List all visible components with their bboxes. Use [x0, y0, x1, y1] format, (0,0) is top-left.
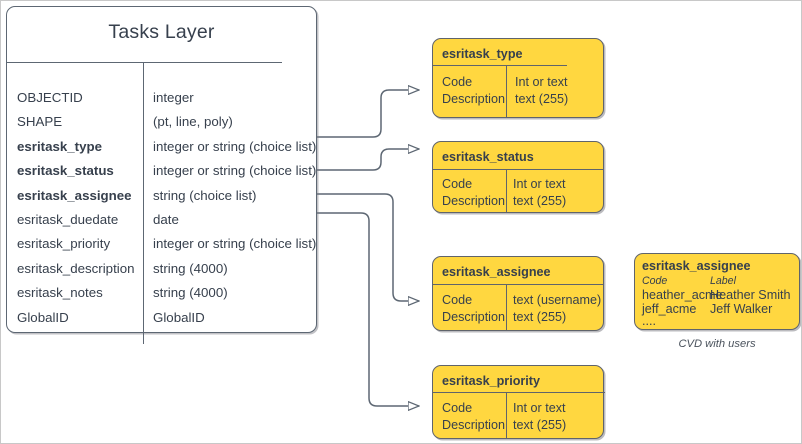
- domain-left-line: Description: [442, 418, 505, 432]
- field-type: string (choice list): [153, 187, 257, 203]
- entity-header-divider: [7, 62, 282, 63]
- table-row[interactable]: OBJECTID integer: [7, 86, 316, 110]
- tasks-layer-entity[interactable]: Tasks Layer OBJECTID integer SHAPE (pt, …: [6, 6, 317, 344]
- entity-field-rows: OBJECTID integer SHAPE (pt, line, poly) …: [7, 86, 316, 330]
- domain-left-line: Code: [442, 177, 473, 191]
- domain-box-esritask-assignee[interactable]: esritask_assignee Code Description text …: [432, 256, 604, 331]
- domain-right-column: Int or text text (255): [513, 176, 566, 210]
- cvd-row-code: heather_acme: [642, 288, 723, 302]
- connector-type: [317, 90, 419, 138]
- domain-header-divider: [433, 169, 603, 170]
- field-name: OBJECTID: [17, 90, 83, 105]
- field-type: integer: [153, 90, 194, 105]
- field-name: esritask_description: [17, 260, 135, 276]
- domain-right-column: text (username) text (255): [513, 292, 601, 326]
- domain-title: esritask_priority: [442, 374, 541, 388]
- domain-column-divider: [506, 169, 507, 212]
- domain-title: esritask_type: [442, 47, 523, 61]
- domain-right-line: text (username): [513, 293, 602, 307]
- table-row[interactable]: esritask_priority integer or string (cho…: [7, 232, 316, 256]
- domain-column-divider: [506, 284, 507, 330]
- field-type: string (4000): [153, 285, 228, 301]
- domain-right-line: text (255): [513, 418, 567, 432]
- cvd-row-label: Jeff Walker: [710, 302, 773, 316]
- domain-box-esritask-priority[interactable]: esritask_priority Code Description Int o…: [432, 365, 605, 439]
- entity-title: Tasks Layer: [108, 21, 215, 43]
- table-row[interactable]: esritask_assignee string (choice list): [7, 184, 316, 208]
- domain-left-line: Code: [442, 293, 473, 307]
- table-row[interactable]: esritask_duedate date: [7, 208, 316, 232]
- domain-column-divider: [506, 65, 507, 117]
- field-type: integer or string (choice list): [153, 236, 317, 252]
- table-row[interactable]: esritask_type integer or string (choice …: [7, 135, 316, 159]
- field-name: esritask_priority: [17, 236, 111, 252]
- domain-right-line: Int or text: [515, 75, 568, 89]
- domain-left-line: Description: [442, 194, 505, 208]
- field-type: date: [153, 211, 179, 227]
- domain-right-line: text (255): [513, 310, 567, 324]
- field-name: esritask_duedate: [17, 211, 119, 227]
- domain-right-column: Int or text text (255): [513, 400, 566, 434]
- table-row[interactable]: GlobalID GlobalID: [7, 306, 316, 330]
- domain-header-divider: [433, 284, 603, 285]
- domain-title: esritask_status: [442, 150, 534, 164]
- field-name: esritask_assignee: [17, 187, 132, 203]
- domain-left-line: Code: [442, 75, 473, 89]
- field-name: SHAPE: [17, 114, 63, 130]
- table-row[interactable]: esritask_status integer or string (choic…: [7, 159, 316, 183]
- domain-left-column: Code Description: [442, 292, 505, 326]
- domain-right-line: Int or text: [513, 401, 566, 415]
- connector-assignee: [317, 193, 419, 301]
- field-type: integer or string (choice list): [153, 138, 317, 154]
- table-row[interactable]: esritask_description string (4000): [7, 257, 316, 281]
- field-type: string (4000): [153, 260, 228, 276]
- domain-header-divider: [433, 65, 567, 66]
- cvd-title: esritask_assignee: [642, 259, 751, 273]
- entity-column-divider: [143, 62, 144, 344]
- cvd-ellipsis: ....: [642, 314, 656, 328]
- domain-column-divider: [506, 392, 507, 438]
- cvd-caption: CVD with users: [678, 338, 756, 350]
- table-row[interactable]: SHAPE (pt, line, poly): [7, 110, 316, 134]
- domain-right-column: Int or text text (255): [515, 74, 568, 108]
- domain-header-divider: [433, 392, 605, 393]
- table-row[interactable]: esritask_notes string (4000): [7, 281, 316, 305]
- cvd-row-code: jeff_acme: [642, 302, 697, 316]
- field-name: esritask_type: [17, 138, 103, 154]
- cvd-header-label: Label: [710, 275, 736, 287]
- cvd-row-label: Heather Smith: [710, 288, 791, 302]
- domain-right-line: text (255): [515, 92, 569, 106]
- connector-status: [317, 149, 419, 171]
- connector-priority: [317, 212, 419, 406]
- domain-right-line: Int or text: [513, 177, 566, 191]
- field-name: esritask_status: [17, 163, 114, 179]
- field-type: GlobalID: [153, 309, 205, 325]
- domain-left-column: Code Description: [442, 400, 505, 434]
- field-type: integer or string (choice list): [153, 163, 317, 179]
- field-type: (pt, line, poly): [153, 114, 233, 130]
- field-name: esritask_notes: [17, 285, 103, 301]
- domain-title: esritask_assignee: [442, 265, 551, 279]
- cvd-sample-box[interactable]: esritask_assignee Code Label heather_acm…: [634, 253, 800, 330]
- domain-left-column: Code Description: [442, 176, 505, 210]
- domain-left-line: Code: [442, 401, 473, 415]
- cvd-header-code: Code: [642, 275, 668, 287]
- domain-left-column: Code Description: [442, 74, 505, 108]
- field-name: GlobalID: [17, 309, 69, 325]
- domain-right-line: text (255): [513, 194, 567, 208]
- domain-left-line: Description: [442, 92, 505, 106]
- domain-left-line: Description: [442, 310, 505, 324]
- domain-box-esritask-status[interactable]: esritask_status Code Description Int or …: [432, 141, 604, 213]
- domain-box-esritask-type[interactable]: esritask_type Code Description Int or te…: [432, 38, 604, 118]
